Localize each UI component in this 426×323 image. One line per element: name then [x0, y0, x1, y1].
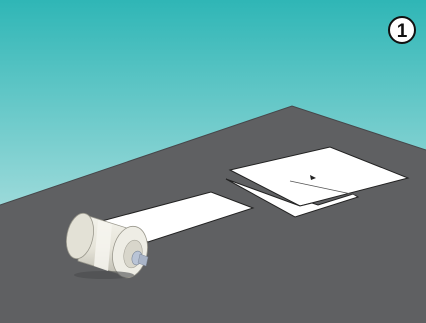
step-number-badge: 1 [389, 17, 415, 43]
roll-shadow [74, 271, 134, 279]
step-number-text: 1 [397, 21, 408, 42]
